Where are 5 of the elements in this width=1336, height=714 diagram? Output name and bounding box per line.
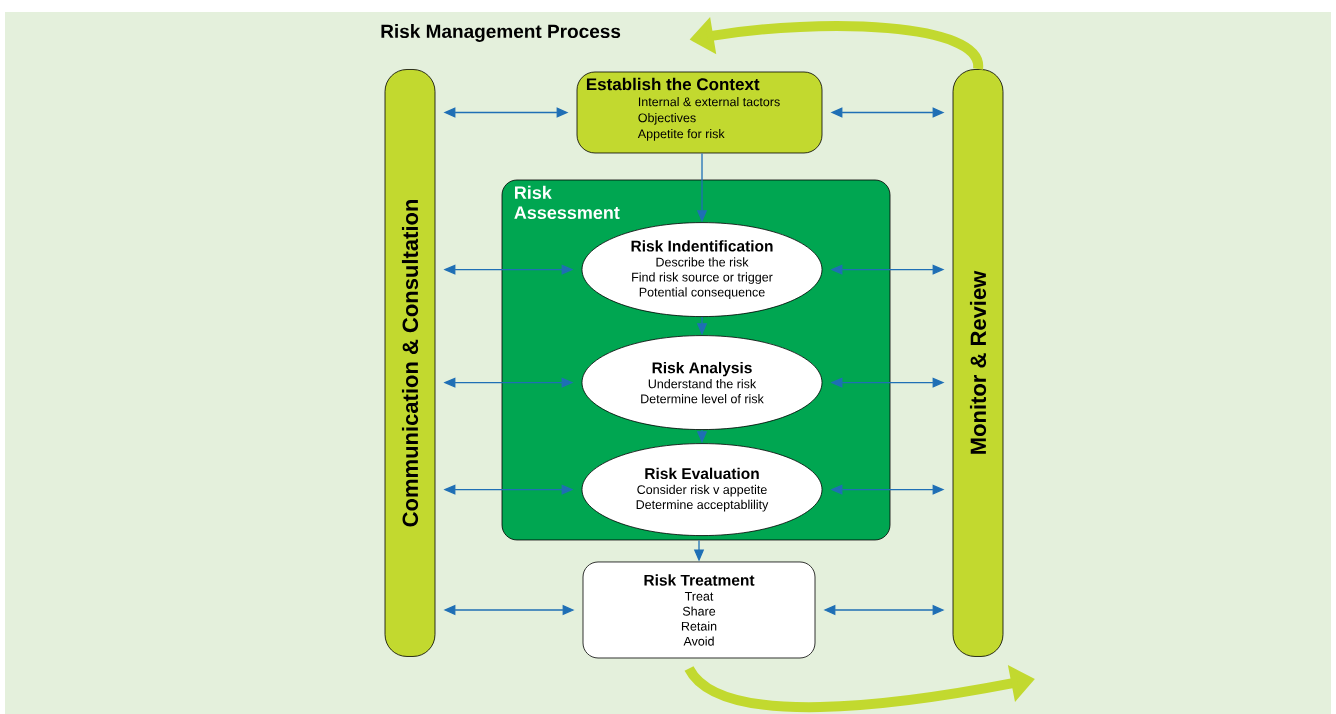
vertical-band: Communication & Consultation [384, 69, 436, 657]
context-box: Establish the Context Internal & external tactors Objectives Appetite for risk [576, 71, 823, 154]
diagram-title: Risk Management Process [381, 24, 621, 42]
process-box: Risk Treatment Treat Share Retain Avoid [582, 561, 816, 659]
vertical-band: Monitor & Review [952, 69, 1004, 657]
